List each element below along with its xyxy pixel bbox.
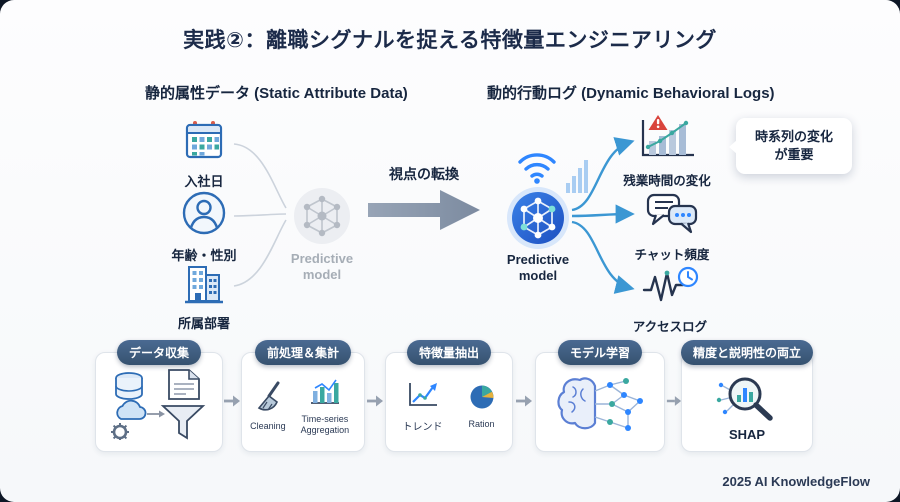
gray-model-label-line2: model: [302, 267, 342, 283]
broom-icon: [255, 381, 281, 418]
pipeline-stage-model-training: モデル学習: [535, 340, 665, 452]
pipeline-arrow: [224, 395, 240, 407]
neural-network-gray-icon: [292, 188, 352, 250]
static-item-label: 入社日: [184, 174, 224, 189]
gray-model-label-line1: Predictive: [290, 251, 354, 266]
dynamic-item-access-log: アクセスログ: [626, 264, 714, 335]
pipeline-arrow: [367, 395, 383, 407]
aggregation-chart-icon: [309, 376, 341, 411]
brain-network-icon: [550, 373, 650, 440]
stage-pill: モデル学習: [557, 340, 643, 365]
footer-credit: 2025 AI KnowledgeFlow: [722, 474, 870, 489]
data-collection-cluster-icon: [107, 368, 211, 445]
pipeline-arrow: [666, 396, 682, 406]
pipeline-stage-feature-extraction: 特徴量抽出 トレンド: [385, 340, 513, 452]
trend-chart-icon: [406, 380, 440, 415]
building-icon: [182, 266, 226, 308]
transition-label: 視点の転換: [389, 166, 459, 182]
stage-caption: トレンド: [402, 421, 443, 433]
blue-model-label: Predictive model: [506, 252, 570, 284]
person-icon: [181, 191, 227, 240]
dynamic-section-header: 動的行動ログ (Dynamic Behavioral Logs): [487, 85, 775, 102]
static-item-age-gender: 年齢・性別: [169, 190, 239, 264]
gray-predictive-model: Predictive model: [284, 186, 360, 284]
static-section-header: 静的属性データ (Static Attribute Data): [145, 85, 408, 102]
stage-caption: SHAP: [728, 426, 766, 442]
blue-predictive-model: [506, 186, 570, 255]
pipeline-stage-preprocessing: 前処理＆集計 Cleaning: [241, 340, 365, 452]
static-connector-lines: [233, 143, 287, 287]
dynamic-item-chat: チャット頻度: [630, 190, 714, 263]
stage-caption: Ration: [468, 418, 495, 429]
static-item-hire-date: 入社日: [169, 118, 239, 190]
model-output-arrows: [571, 137, 635, 294]
dynamic-item-overtime: 残業時間の変化: [617, 114, 717, 189]
stage-caption: Time-series Aggregation: [300, 414, 350, 435]
neural-network-blue-icon: [506, 187, 570, 254]
stage-pill: 精度と説明性の両立: [680, 340, 814, 365]
big-right-arrow: [368, 190, 480, 230]
wifi-icon: [514, 148, 560, 190]
stage-caption: Cleaning: [250, 420, 286, 431]
stage-pill: データ収集: [116, 340, 202, 365]
pipeline-stage-data-collection: データ収集: [95, 340, 223, 452]
signal-bars-icon: [565, 158, 589, 199]
pie-chart-icon: [468, 383, 496, 416]
static-item-department: 所属部署: [169, 262, 239, 332]
dynamic-item-label: 残業時間の変化: [623, 174, 711, 188]
timeseries-callout: 時系列の変化 が重要: [729, 118, 852, 175]
static-item-label: 所属部署: [177, 316, 230, 331]
dynamic-item-label: アクセスログ: [632, 320, 708, 334]
dynamic-item-label: チャット頻度: [634, 248, 710, 262]
access-log-icon: [641, 266, 699, 312]
pipeline-stage-explainability: 精度と説明性の両立 SHAP: [680, 340, 814, 452]
calendar-icon: [182, 121, 226, 166]
static-item-label: 年齢・性別: [171, 248, 237, 263]
magnifier-shap-icon: [715, 371, 779, 426]
stage-pill: 特徴量抽出: [406, 340, 492, 365]
page-title: 実践②：離職シグナルを捉える特徴量エンジニアリング: [183, 29, 717, 52]
stage-pill: 前処理＆集計: [254, 340, 352, 365]
chat-icon: [645, 193, 699, 240]
pipeline-arrow: [516, 395, 532, 407]
overtime-chart-icon: [636, 115, 698, 166]
